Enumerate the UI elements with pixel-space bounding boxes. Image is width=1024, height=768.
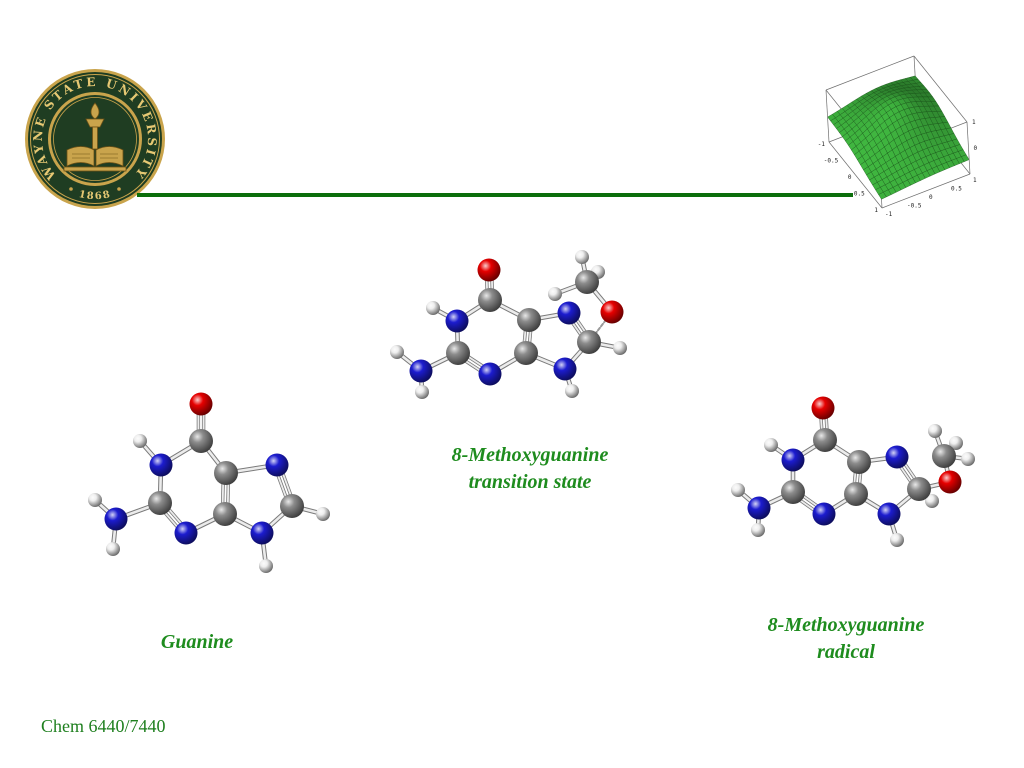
seal-center-line [53, 97, 137, 181]
hydrogen-atom [925, 494, 939, 508]
caption-line: transition state [468, 471, 592, 493]
caption-line: radical [817, 641, 875, 663]
hydrogen-atom [575, 250, 589, 264]
carbon-atom [813, 428, 837, 452]
carbon-atom [478, 288, 502, 312]
torch-and-book-emblem-icon [63, 102, 127, 172]
carbon-atom [148, 491, 172, 515]
seal-band-line [30, 74, 160, 204]
oxygen-atom [811, 396, 835, 420]
x-tick-label: 0 [848, 174, 852, 181]
x-tick-label: -1 [818, 141, 826, 148]
nitrogen-atom [250, 521, 274, 545]
carbon-atom [517, 308, 541, 332]
transition-state-caption: 8-Methoxyguanine transition state [400, 442, 660, 496]
nitrogen-atom [478, 362, 502, 386]
z-tick-label: 0 [974, 145, 978, 152]
plot-box-edge [966, 121, 971, 175]
plot-box-edge [913, 55, 968, 123]
wayne-state-university-seal: WAYNE STATE UNIVERSITY 1868 [25, 69, 165, 209]
nitrogen-atom [174, 521, 198, 545]
x-tick-label: 0.5 [854, 191, 865, 198]
nitrogen-atom [747, 496, 771, 520]
seal-year: 1868 [78, 189, 113, 202]
plot-box-edge [881, 173, 971, 209]
carbon-atom [575, 270, 599, 294]
surface-patch [878, 191, 887, 200]
oxygen-atom [600, 300, 624, 324]
nitrogen-atom [149, 453, 173, 477]
nitrogen-atom [445, 309, 469, 333]
methoxyguanine-radical-molecule [731, 396, 975, 547]
nitrogen-atom [885, 445, 909, 469]
nitrogen-atom [557, 301, 581, 325]
hydrogen-atom [949, 436, 963, 450]
hydrogen-atom [751, 523, 765, 537]
nitrogen-atom [104, 507, 128, 531]
carbon-atom [932, 444, 956, 468]
carbon-atom [514, 341, 538, 365]
nitrogen-atom [812, 502, 836, 526]
nitrogen-atom [781, 448, 805, 472]
hydrogen-atom [961, 452, 975, 466]
seal-dot [117, 187, 121, 191]
carbon-atom [189, 429, 213, 453]
hydrogen-atom [316, 507, 330, 521]
carbon-atom [214, 461, 238, 485]
hydrogen-atom [890, 533, 904, 547]
z-tick-label: 1 [972, 119, 976, 126]
radical-caption: 8-Methoxyguanine radical [736, 612, 956, 666]
nitrogen-atom [265, 453, 289, 477]
hydrogen-atom [106, 542, 120, 556]
nitrogen-atom [877, 502, 901, 526]
hydrogen-atom [613, 341, 627, 355]
x-tick-label: -0.5 [824, 158, 839, 165]
title-divider-line [137, 193, 853, 197]
carbon-atom [446, 341, 470, 365]
y-tick-label: 1 [973, 177, 977, 184]
y-tick-label: 0 [929, 194, 933, 201]
hydrogen-atom [259, 559, 273, 573]
plot-box-edge [825, 89, 830, 143]
y-tick-label: -1 [885, 211, 893, 218]
methoxyguanine-transition-state-molecule [390, 250, 627, 399]
oxygen-atom [938, 470, 962, 494]
hydrogen-atom [548, 287, 562, 301]
carbon-atom [577, 330, 601, 354]
caption-line: Guanine [160, 631, 234, 653]
caption-line: 8-Methoxyguanine [451, 444, 609, 466]
hydrogen-atom [764, 438, 778, 452]
guanine-molecule [88, 392, 330, 573]
oxygen-atom [189, 392, 213, 416]
nitrogen-atom [553, 357, 577, 381]
guanine-caption: Guanine [97, 629, 297, 656]
carbon-atom [280, 494, 304, 518]
carbon-atom [781, 480, 805, 504]
plot-box-edge [828, 141, 883, 209]
carbon-atom [844, 482, 868, 506]
hydrogen-atom [928, 424, 942, 438]
hydrogen-atom [731, 483, 745, 497]
hydrogen-atom [88, 493, 102, 507]
svg-text:1868: 1868 [78, 189, 113, 202]
surface-plot-graphic: -1 -0.5 0 0.5 1 -1 -0.5 0 0.5 1 0 1 [818, 55, 978, 218]
plot-box-edge [825, 55, 915, 91]
caption-line: 8-Methoxyguanine [767, 614, 925, 636]
y-tick-label: 0.5 [951, 186, 962, 193]
carbon-atom [907, 477, 931, 501]
nitrogen-atom [409, 359, 433, 383]
carbon-atom [213, 502, 237, 526]
oxygen-atom [477, 258, 501, 282]
course-footer: Chem 6440/7440 [41, 716, 166, 736]
seal-dot [69, 187, 73, 191]
x-tick-label: 1 [874, 207, 878, 214]
hydrogen-atom [415, 385, 429, 399]
hydrogen-atom [565, 384, 579, 398]
hydrogen-atom [390, 345, 404, 359]
y-tick-label: -0.5 [907, 203, 922, 210]
hydrogen-atom [426, 301, 440, 315]
hydrogen-atom [133, 434, 147, 448]
carbon-atom [847, 450, 871, 474]
